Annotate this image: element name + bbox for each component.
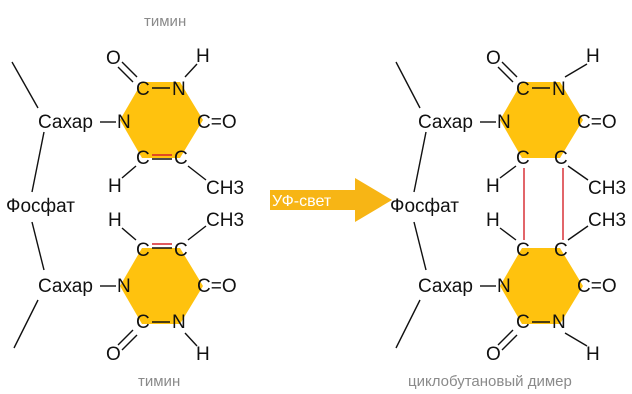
backbone-line bbox=[395, 61, 421, 109]
atom-hydrogen: H bbox=[108, 176, 122, 197]
atom-nitrogen: N bbox=[497, 112, 511, 133]
atom-carbon: C bbox=[136, 240, 150, 261]
sugar-label: Сахар bbox=[418, 112, 473, 133]
atom-nitrogen: N bbox=[117, 276, 131, 297]
atom-nitrogen: N bbox=[552, 312, 566, 333]
atom-oxygen: O bbox=[106, 344, 121, 365]
sugar-label: Сахар bbox=[418, 276, 473, 297]
bond bbox=[501, 61, 518, 78]
phosphate-label: Фосфат bbox=[6, 196, 75, 217]
bond bbox=[121, 227, 137, 241]
methyl-group: CH3 bbox=[206, 210, 244, 231]
bond bbox=[117, 66, 134, 83]
top-thymine-ring bbox=[120, 82, 203, 158]
bond bbox=[564, 63, 588, 78]
bond bbox=[121, 61, 138, 78]
methyl-group: CH3 bbox=[588, 178, 626, 199]
bottom-thymine-caption: тимин bbox=[138, 373, 180, 390]
atom-nitrogen: N bbox=[172, 79, 186, 100]
bond bbox=[567, 165, 589, 181]
bottom-thymine-ring bbox=[120, 248, 203, 324]
atom-hydrogen: H bbox=[108, 210, 122, 231]
bond bbox=[184, 332, 198, 347]
atom-hydrogen: H bbox=[196, 46, 210, 67]
atom-hydrogen: H bbox=[586, 344, 600, 365]
atom-carbon: C bbox=[554, 148, 568, 169]
atom-nitrogen: N bbox=[172, 312, 186, 333]
bond bbox=[121, 165, 137, 179]
atom-hydrogen: H bbox=[486, 210, 500, 231]
backbone-line bbox=[13, 299, 39, 349]
atom-hydrogen: H bbox=[586, 46, 600, 67]
backbone-line bbox=[31, 221, 45, 271]
bond bbox=[117, 329, 134, 346]
atom-carbon: C bbox=[174, 148, 188, 169]
carbonyl-group: C=O bbox=[197, 112, 237, 133]
uv-light-label: УФ-свет bbox=[272, 193, 332, 210]
atom-carbon: C bbox=[516, 312, 530, 333]
top-dimer-ring bbox=[500, 82, 583, 158]
phosphate-label: Фосфат bbox=[390, 196, 459, 217]
carbonyl-group: C=O bbox=[577, 276, 617, 297]
atom-hydrogen: H bbox=[196, 344, 210, 365]
backbone-line bbox=[413, 221, 427, 271]
atom-carbon: C bbox=[174, 240, 188, 261]
atom-nitrogen: N bbox=[117, 112, 131, 133]
atom-carbon: C bbox=[516, 79, 530, 100]
atom-carbon: C bbox=[136, 312, 150, 333]
atom-oxygen: O bbox=[106, 48, 121, 69]
atom-carbon: C bbox=[136, 79, 150, 100]
atom-carbon: C bbox=[136, 148, 150, 169]
methyl-group: CH3 bbox=[588, 210, 626, 231]
top-thymine-caption: тимин bbox=[144, 13, 186, 30]
carbonyl-group: C=O bbox=[197, 276, 237, 297]
methyl-group: CH3 bbox=[206, 178, 244, 199]
atom-hydrogen: H bbox=[486, 176, 500, 197]
bottom-dimer-ring bbox=[500, 248, 583, 324]
bond bbox=[121, 334, 138, 351]
backbone-line bbox=[395, 299, 421, 349]
atom-nitrogen: N bbox=[497, 276, 511, 297]
bond bbox=[499, 227, 517, 241]
backbone-line bbox=[11, 61, 39, 109]
atom-carbon: C bbox=[554, 240, 568, 261]
bond bbox=[567, 225, 589, 241]
bond bbox=[499, 165, 517, 179]
bond bbox=[497, 329, 514, 346]
uv-light-arrow bbox=[270, 178, 392, 222]
dimer-caption: циклобутановый димер bbox=[408, 373, 572, 390]
atom-carbon: C bbox=[516, 148, 530, 169]
atom-oxygen: O bbox=[486, 344, 501, 365]
bond bbox=[184, 63, 198, 78]
atom-oxygen: O bbox=[486, 48, 501, 69]
atom-nitrogen: N bbox=[552, 79, 566, 100]
bond bbox=[564, 332, 588, 347]
backbone-line bbox=[413, 131, 427, 193]
bond bbox=[501, 334, 518, 351]
sugar-label: Сахар bbox=[38, 112, 93, 133]
bond bbox=[187, 225, 207, 241]
sugar-label: Сахар bbox=[38, 276, 93, 297]
bond bbox=[497, 66, 514, 83]
backbone-line bbox=[31, 131, 45, 193]
atom-carbon: C bbox=[516, 240, 530, 261]
carbonyl-group: C=O bbox=[577, 112, 617, 133]
bond bbox=[187, 165, 207, 181]
